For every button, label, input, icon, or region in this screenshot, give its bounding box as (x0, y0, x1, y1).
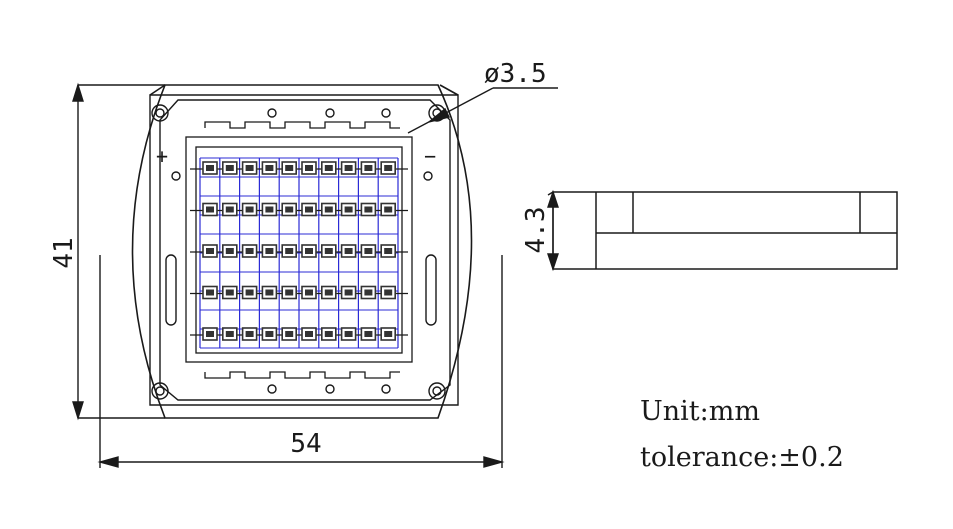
led-die (245, 165, 254, 171)
dim-hole-label: ø3.5 (484, 59, 547, 89)
led-die (265, 206, 274, 213)
led-die (324, 331, 333, 337)
led-die (344, 206, 353, 213)
side-slots (165, 254, 437, 326)
led-die (305, 289, 313, 296)
led-die (285, 331, 294, 337)
led-grid (190, 157, 408, 349)
chip-frame (185, 136, 413, 363)
led-die (225, 289, 234, 296)
dim-thickness-label: 4.3 (521, 207, 551, 254)
led-die (384, 248, 393, 254)
mounting-hole (151, 382, 169, 400)
led-die (206, 331, 214, 337)
side-view (552, 191, 898, 270)
led-die (384, 165, 393, 171)
mounting-hole (151, 104, 169, 122)
led-die (324, 206, 333, 213)
led-die (225, 206, 234, 213)
led-die (305, 331, 313, 337)
led-die (344, 165, 353, 171)
led-die (305, 165, 313, 171)
led-die (364, 165, 373, 171)
led-die (206, 248, 214, 254)
led-die (225, 331, 234, 337)
led-die (344, 289, 353, 296)
polarity-plus: + (156, 144, 168, 168)
led-die (305, 206, 313, 213)
module-outline (131, 84, 473, 419)
led-die (225, 165, 234, 171)
led-die (305, 248, 313, 254)
led-die (265, 331, 274, 337)
led-die (245, 248, 254, 254)
electrode-combs (204, 121, 400, 379)
led-die (225, 248, 234, 254)
dim-width-label: 54 (290, 429, 321, 459)
unit-note: Unit:mm (640, 396, 760, 427)
led-die (285, 248, 294, 254)
dimension-width (97, 255, 505, 468)
mounting-holes (151, 104, 446, 400)
led-die (245, 331, 254, 337)
led-die (324, 289, 333, 296)
dimension-height (72, 82, 165, 421)
led-die (265, 165, 274, 171)
led-die (364, 248, 373, 254)
led-die (265, 248, 274, 254)
led-die (384, 331, 393, 337)
led-die (344, 331, 353, 337)
led-die (206, 165, 214, 171)
led-die (245, 289, 254, 296)
led-die (324, 248, 333, 254)
led-die (384, 289, 393, 296)
led-die (206, 289, 214, 296)
base-plate (149, 94, 459, 406)
led-die (324, 165, 333, 171)
led-die (384, 206, 393, 213)
led-die (285, 165, 294, 171)
led-die (265, 289, 274, 296)
tolerance-note: tolerance:±0.2 (640, 442, 844, 473)
led-die (285, 289, 294, 296)
led-die (364, 331, 373, 337)
led-die (285, 206, 294, 213)
dim-height-label: 41 (49, 237, 79, 268)
polarity-minus: − (424, 144, 436, 168)
led-die (344, 248, 353, 254)
mounting-hole (428, 382, 446, 400)
led-die (245, 206, 254, 213)
dimension-thickness (547, 189, 559, 272)
led-die (206, 206, 214, 213)
led-die (364, 289, 373, 296)
dimension-hole-leader (407, 87, 558, 134)
led-die (364, 206, 373, 213)
